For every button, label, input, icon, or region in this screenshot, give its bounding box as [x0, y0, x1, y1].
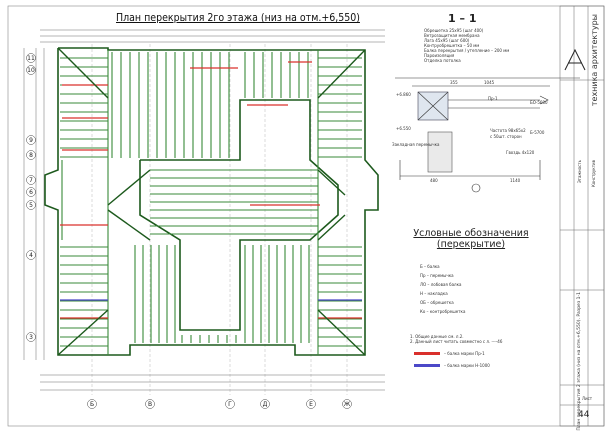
axis-bubble [26, 200, 36, 210]
left-dimensions [23, 48, 45, 360]
axis-bubble [87, 399, 97, 409]
legend-title-line2: (перекрытие) [436, 239, 506, 250]
section-layer: Балка перекрытия / утепление – 200 мм [424, 48, 510, 53]
section-note: Б-5700 [530, 130, 545, 135]
beam-group [60, 50, 362, 355]
section-marker [471, 183, 481, 193]
axis-bubble [26, 53, 36, 63]
axis-label: В [148, 401, 152, 408]
swatch-red-label: – балка марки Пр-1 [444, 351, 485, 356]
legend-item: Б – балка [420, 264, 440, 269]
legend-swatches [414, 352, 440, 367]
axis-label: 8 [29, 152, 33, 159]
section-dim: 1140 [510, 178, 521, 183]
section-note: Пр-1 [488, 96, 498, 101]
axis-label: Д [263, 401, 268, 408]
hip-diagonals [57, 47, 366, 356]
legend-note: 2. Данный лист читать совместно с л. ---… [410, 339, 503, 344]
plan-title: План перекрытия 2го этажа (низ на отм.+6… [116, 12, 360, 24]
axis-label: 10 [27, 67, 35, 74]
axis-bubble [145, 399, 155, 409]
axis-label: Е [309, 401, 313, 408]
axis-label: 4 [29, 252, 33, 259]
section-note: Закладная перемычка [392, 142, 440, 147]
legend-item: Н – накладка [420, 291, 448, 296]
axis-bubble [225, 399, 235, 409]
legend-title-line1: Условные обозначения [413, 228, 529, 239]
section-note: Частота 98х65х2 [490, 128, 526, 133]
axis-bubble [26, 250, 36, 260]
section-layer: Контруобрешетка – 50 мм [424, 43, 480, 48]
level-bottom: +6.550 [396, 126, 411, 131]
axis-label: 9 [29, 137, 33, 144]
title-block-frame [559, 5, 605, 427]
swatch-blue-label: – балка марки Н-1000 [444, 363, 490, 368]
stamp-stage: Конструктив [591, 160, 596, 188]
legend-item: ОБ – обрешетка [420, 300, 454, 305]
stamp-page-label: Лист [582, 396, 593, 401]
legend-note: 1. Общие данные см. л.2. [410, 334, 464, 339]
axis-label: 7 [29, 177, 33, 184]
section-layers: Обрешетка 25х95 (шаг 400) Ветрозащитная … [424, 28, 554, 63]
brand-name: техника архитектуры [590, 14, 599, 107]
section-dim: 1045 [484, 80, 495, 85]
axis-label: Б [90, 401, 94, 408]
section-dim: 480 [430, 178, 438, 183]
section-layer: Обрешетка 25х95 (шаг 400) [424, 28, 484, 33]
level-top: +6.860 [396, 92, 411, 97]
section-layer: Пароизоляция [424, 53, 455, 58]
axis-label: 6 [29, 189, 33, 196]
axis-label: 5 [29, 202, 33, 209]
section-note: с 50шт. сторон [490, 134, 522, 139]
axis-bubble [26, 175, 36, 185]
axis-bubble [342, 399, 352, 409]
section-title: 1 – 1 [448, 12, 477, 25]
stamp-object: Этажность [577, 160, 582, 184]
marked-beams [60, 61, 362, 319]
section-note: Гвоздь 4х120 [506, 150, 535, 155]
axis-markers-left: 11 10 9 8 7 6 5 4 3 [26, 53, 36, 342]
section-note: БО-5680 [530, 100, 548, 105]
axis-bubble [26, 65, 36, 75]
axis-bubble [260, 399, 270, 409]
axis-bubble [26, 332, 36, 342]
page-number: 44 [578, 410, 590, 420]
section-layer: Отделка потолка [424, 58, 461, 63]
legend-title: Условные обозначения (перекрытие) [402, 228, 540, 250]
axis-markers-bottom: Б В Г Д Е Ж [87, 399, 352, 409]
axis-bubble [306, 399, 316, 409]
legend-items: Б – балка Пр – перемычка ЛО – лобовая ба… [420, 262, 465, 316]
brand-logo [564, 48, 586, 71]
swatch-blue [414, 364, 440, 367]
axis-bubble [26, 135, 36, 145]
section-drawing [395, 77, 580, 180]
legend-item: Пр – перемычка [420, 273, 454, 278]
top-dimensions [40, 29, 385, 43]
swatch-red [414, 352, 440, 355]
legend-item: ЛО – лобовая балка [420, 282, 462, 287]
axis-label: 11 [27, 55, 35, 62]
axis-label: Г [228, 401, 232, 408]
legend-item: Ко – контробрешетка [420, 309, 466, 314]
bottom-dimensions [40, 374, 385, 391]
axis-label: Ж [344, 401, 351, 408]
axis-bubble [26, 187, 36, 197]
section-layer: Лага 45х95 (шаг 600) [424, 38, 470, 43]
axis-bubble [26, 150, 36, 160]
axis-label: 3 [29, 334, 33, 341]
section-dim: 355 [450, 80, 458, 85]
legend-notes: 1. Общие данные см. л.2. 2. Данный лист … [410, 334, 502, 344]
section-layer: Ветрозащитная мембрана [424, 33, 480, 38]
